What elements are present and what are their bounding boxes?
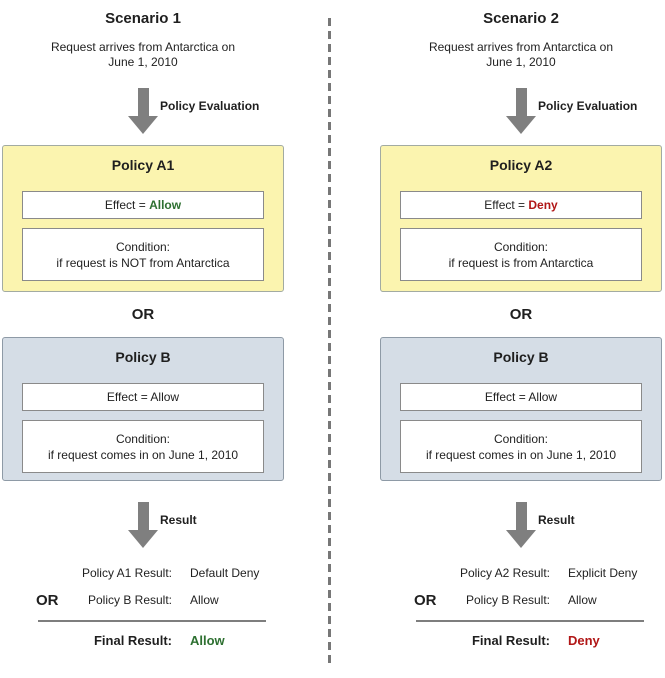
arrow-shaft xyxy=(515,88,527,116)
result-flow: Result xyxy=(380,502,662,550)
or-label: OR xyxy=(36,592,59,609)
down-arrow-icon xyxy=(506,502,536,548)
policy-evaluation-flow: Policy Evaluation xyxy=(380,88,662,136)
results-sum-divider xyxy=(416,620,644,622)
policy-b-box: Policy B Effect = Allow Condition: if re… xyxy=(380,337,662,481)
condition-line-2: if request comes in on June 1, 2010 xyxy=(425,447,617,462)
final-result-value: Allow xyxy=(190,633,225,648)
final-result-row: Final Result: Deny xyxy=(380,633,662,651)
final-result-value: Deny xyxy=(568,633,600,648)
effect-text: Effect = Allow xyxy=(484,390,558,404)
or-label: OR xyxy=(509,306,533,323)
result-flow: Result xyxy=(2,502,284,550)
policy-b-result-row: OR Policy B Result: Allow xyxy=(2,592,284,611)
arrow-head xyxy=(506,530,536,548)
effect-label: Effect = xyxy=(104,198,150,212)
arrow-shaft xyxy=(137,502,149,530)
condition-line-1: Condition: xyxy=(493,239,549,254)
policy-a-box: Policy A2 Effect = Deny Condition: if re… xyxy=(380,145,662,292)
policy-b-box: Policy B Effect = Allow Condition: if re… xyxy=(2,337,284,481)
scenario-1-column: Scenario 1 Request arrives from Antarcti… xyxy=(2,0,284,678)
final-result-label: Final Result: xyxy=(471,633,550,648)
condition-line-1: Condition: xyxy=(115,239,171,254)
arrow-head xyxy=(128,116,158,134)
arrow-shaft xyxy=(515,502,527,530)
result-label: Result xyxy=(160,513,197,527)
final-result-label: Final Result: xyxy=(93,633,172,648)
policy-result-value: Explicit Deny xyxy=(568,566,638,580)
results-block: Policy A1 Result: Default Deny OR Policy… xyxy=(2,566,284,660)
condition-line-1: Condition: xyxy=(493,431,549,446)
condition-line-1: Condition: xyxy=(115,431,171,446)
scenario-divider-dashed-line xyxy=(328,18,331,664)
condition-box: Condition: if request is from Antarctica xyxy=(400,228,642,281)
down-arrow-icon xyxy=(128,88,158,134)
policy-evaluation-flow: Policy Evaluation xyxy=(2,88,284,136)
request-description: Request arrives from Antarctica on June … xyxy=(2,40,284,70)
policy-result-value: Allow xyxy=(190,593,219,607)
policy-title: Policy B xyxy=(493,349,549,365)
policy-a-result-row: Policy A1 Result: Default Deny xyxy=(2,566,284,584)
effect-box: Effect = Allow xyxy=(22,191,264,219)
policy-result-label: Policy A1 Result: xyxy=(81,566,172,580)
policy-a-box: Policy A1 Effect = Allow Condition: if r… xyxy=(2,145,284,292)
condition-line-2: if request comes in on June 1, 2010 xyxy=(47,447,239,462)
down-arrow-icon xyxy=(128,502,158,548)
policy-title: Policy B xyxy=(115,349,171,365)
policy-title: Policy A2 xyxy=(489,157,553,173)
policy-evaluation-label: Policy Evaluation xyxy=(538,99,638,113)
request-line-2: June 1, 2010 xyxy=(486,55,556,69)
effect-box: Effect = Allow xyxy=(400,383,642,411)
policy-a-result-row: Policy A2 Result: Explicit Deny xyxy=(380,566,662,584)
policy-b-result-row: OR Policy B Result: Allow xyxy=(380,592,662,611)
results-block: Policy A2 Result: Explicit Deny OR Polic… xyxy=(380,566,662,660)
effect-box: Effect = Deny xyxy=(400,191,642,219)
policy-title: Policy A1 xyxy=(111,157,175,173)
policy-result-label: Policy B Result: xyxy=(465,593,550,607)
condition-line-2: if request is from Antarctica xyxy=(448,255,594,270)
condition-box: Condition: if request comes in on June 1… xyxy=(400,420,642,473)
or-label: OR xyxy=(131,306,155,323)
scenario-2-column: Scenario 2 Request arrives from Antarcti… xyxy=(380,0,662,678)
effect-box: Effect = Allow xyxy=(22,383,264,411)
policy-result-label: Policy A2 Result: xyxy=(459,566,550,580)
policy-evaluation-label: Policy Evaluation xyxy=(160,99,260,113)
arrow-head xyxy=(506,116,536,134)
final-result-row: Final Result: Allow xyxy=(2,633,284,651)
arrow-shaft xyxy=(137,88,149,116)
condition-line-2: if request is NOT from Antarctica xyxy=(56,255,230,270)
arrow-head xyxy=(128,530,158,548)
down-arrow-icon xyxy=(506,88,536,134)
effect-text: Effect = Allow xyxy=(106,390,180,404)
policy-result-value: Allow xyxy=(568,593,597,607)
effect-value: Allow xyxy=(149,198,182,212)
policy-result-value: Default Deny xyxy=(190,566,260,580)
scenario-title: Scenario 1 xyxy=(105,10,181,27)
effect-label: Effect = xyxy=(484,198,529,212)
condition-box: Condition: if request is NOT from Antarc… xyxy=(22,228,264,281)
request-description: Request arrives from Antarctica on June … xyxy=(380,40,662,70)
policy-result-label: Policy B Result: xyxy=(87,593,172,607)
condition-box: Condition: if request comes in on June 1… xyxy=(22,420,264,473)
results-sum-divider xyxy=(38,620,266,622)
effect-value: Deny xyxy=(528,198,558,212)
scenario-title: Scenario 2 xyxy=(483,10,559,27)
result-label: Result xyxy=(538,513,575,527)
or-label: OR xyxy=(414,592,437,609)
request-line-1: Request arrives from Antarctica on xyxy=(50,40,236,54)
request-line-2: June 1, 2010 xyxy=(108,55,178,69)
request-line-1: Request arrives from Antarctica on xyxy=(428,40,614,54)
